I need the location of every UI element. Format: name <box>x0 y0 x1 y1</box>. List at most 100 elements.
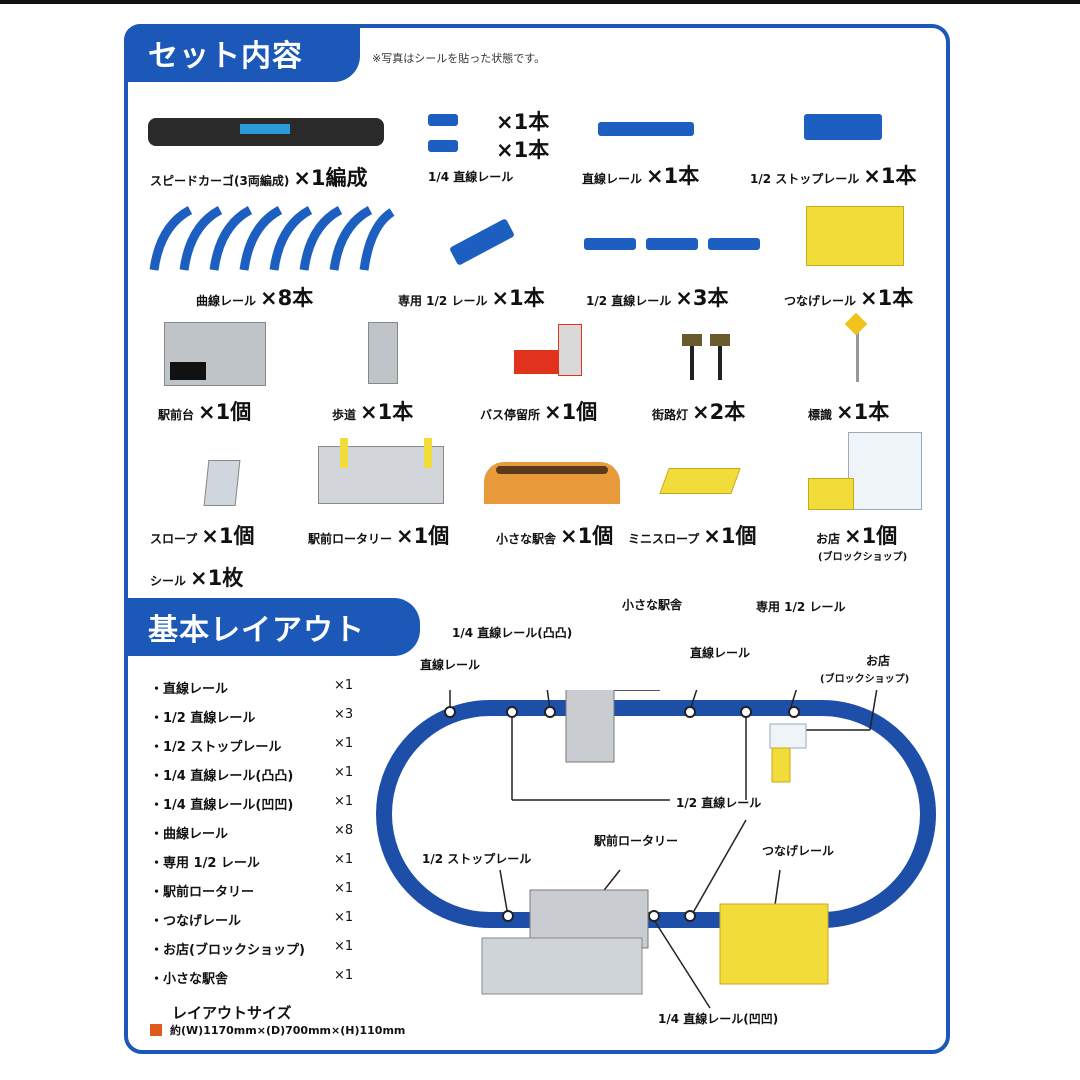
rotary-image <box>318 446 444 504</box>
item-qty: ×1編成 <box>293 166 368 190</box>
item-label: つなげレール <box>784 294 857 308</box>
item-label: 駅前ロータリー <box>308 532 393 546</box>
diagram-label-small-station: 小さな駅舎 <box>622 598 683 612</box>
layout-size-heading: レイアウトサイズ <box>172 1004 292 1022</box>
item-label: シール <box>150 574 187 588</box>
diagram-station-base <box>481 937 643 995</box>
content-item: お店×1個 <box>816 520 897 550</box>
item-label: 歩道 <box>332 408 357 422</box>
photo-note: ※写真はシールを貼った状態です。 <box>372 52 546 65</box>
content-item: スロープ×1個 <box>150 520 255 550</box>
layout-item-label: 1/2 直線レール <box>163 711 256 726</box>
content-item: 専用 1/2 レール×1本 <box>398 282 545 312</box>
content-frame <box>124 24 950 1054</box>
mini-slope-image <box>659 468 741 494</box>
content-item: 1/4 直線レール <box>428 168 513 185</box>
layout-item-label: 1/4 直線レール(凸凸) <box>163 769 294 784</box>
connect-rail-image <box>806 206 904 266</box>
layout-list-item: ・専用 1/2 レール×1 <box>150 852 354 871</box>
set-contents-heading: セット内容 <box>124 24 360 82</box>
street-lamp-image-1 <box>690 338 694 380</box>
stop-rail-image <box>804 114 882 140</box>
item-qty: ×1本 <box>360 400 414 424</box>
sidewalk-image <box>368 322 398 384</box>
layout-item-label: 1/2 ストップレール <box>163 740 282 755</box>
small-station-roof <box>496 466 608 474</box>
item-qty: ×1本 <box>496 138 550 162</box>
item-qty: ×1個 <box>198 400 252 424</box>
item-qty: ×3本 <box>675 286 729 310</box>
layout-item-label: 駅前ロータリー <box>163 885 255 900</box>
layout-item-count: ×1 <box>334 794 354 809</box>
item-label: 街路灯 <box>652 408 689 422</box>
content-item: つなげレール×1本 <box>784 282 913 312</box>
content-item: 街路灯×2本 <box>652 396 745 426</box>
diagram-label-shop: お店 <box>866 654 891 668</box>
diagram-label-senyo-half: 専用 1/2 レール <box>756 600 846 614</box>
layout-item-label: 直線レール <box>163 682 229 697</box>
half-rail-image-2 <box>646 238 698 250</box>
diagram-label-straight-right: 直線レール <box>690 646 751 660</box>
content-item: 1/2 ストップレール×1本 <box>750 160 916 190</box>
item-qty: ×1個 <box>201 524 255 548</box>
layout-item-count: ×1 <box>334 765 354 780</box>
content-item: 1/2 直線レール×3本 <box>586 282 728 312</box>
layout-list-item: ・1/4 直線レール(凹凹)×1 <box>150 794 354 813</box>
shop-ramp-image <box>808 478 854 510</box>
item-label: 専用 1/2 レール <box>398 294 488 308</box>
track-layout-diagram <box>376 690 936 1009</box>
layout-list-item: ・つなげレール×1 <box>150 910 354 929</box>
diagram-label-straight-left: 直線レール <box>420 658 481 672</box>
train-window-stripe <box>240 124 290 134</box>
bus-stop-shelter-image <box>558 324 582 376</box>
layout-size-value: 約(W)1170mm×(D)700mm×(H)110mm <box>170 1024 406 1037</box>
diagram-label-quarter-concave: 1/4 直線レール(凹凹) <box>658 1012 779 1026</box>
half-rail-image-1 <box>584 238 636 250</box>
item-qty: ×1本 <box>836 400 890 424</box>
half-rail-image-3 <box>708 238 760 250</box>
layout-list-item: ・曲線レール×8 <box>150 823 354 842</box>
item-label: 直線レール <box>582 172 643 186</box>
layout-item-label: お店(ブロックショップ) <box>163 943 305 958</box>
content-item: 歩道×1本 <box>332 396 413 426</box>
item-label: 1/4 直線レール <box>428 170 514 184</box>
content-item: 駅前台×1個 <box>158 396 251 426</box>
diagram-shop <box>769 723 807 749</box>
layout-list-item: ・1/2 ストップレール×1 <box>150 736 354 755</box>
content-item: 曲線レール×8本 <box>196 282 313 312</box>
item-qty: ×1個 <box>560 524 614 548</box>
item-label: 曲線レール <box>196 294 257 308</box>
content-item: バス停留所×1個 <box>480 396 597 426</box>
item-label: スピードカーゴ(3両編成) <box>150 174 290 188</box>
item-label: バス停留所 <box>480 408 541 422</box>
layout-list-item: ・小さな駅舎×1 <box>150 968 354 987</box>
track-oval <box>376 700 936 928</box>
station-base-dark-block <box>170 362 206 380</box>
content-item: 駅前ロータリー×1個 <box>308 520 449 550</box>
diagram-label-quarter-convex: 1/4 直線レール(凸凸) <box>452 626 573 640</box>
item-label: 小さな駅舎 <box>496 532 557 546</box>
item-label: スロープ <box>150 532 198 546</box>
shop-image <box>848 432 922 510</box>
layout-item-count: ×1 <box>334 939 354 954</box>
street-lamp-image-2 <box>718 338 722 380</box>
straight-rail-image <box>598 122 694 136</box>
layout-list-item: ・直線レール×1 <box>150 678 354 697</box>
content-item: 標識×1本 <box>808 396 889 426</box>
content-item: シール×1枚 <box>150 562 243 592</box>
diagram-label-tsunage: つなげレール <box>762 844 835 858</box>
item-label: 1/2 ストップレール <box>750 172 860 186</box>
item-label: ミニスロープ <box>628 532 700 546</box>
layout-item-count: ×1 <box>334 881 354 896</box>
item-qty: ×1本 <box>496 110 550 134</box>
diagram-label-rotary: 駅前ロータリー <box>594 834 679 848</box>
layout-item-count: ×3 <box>334 707 354 722</box>
rotary-pillar-left <box>340 438 348 468</box>
content-item: 小さな駅舎×1個 <box>496 520 613 550</box>
layout-item-label: つなげレール <box>163 914 242 929</box>
item-label: 駅前台 <box>158 408 195 422</box>
layout-item-label: 専用 1/2 レール <box>163 856 260 871</box>
street-lamp-head-1 <box>682 334 702 346</box>
content-item-qty-b: ×1本 <box>496 134 549 164</box>
item-label: 1/2 直線レール <box>586 294 672 308</box>
